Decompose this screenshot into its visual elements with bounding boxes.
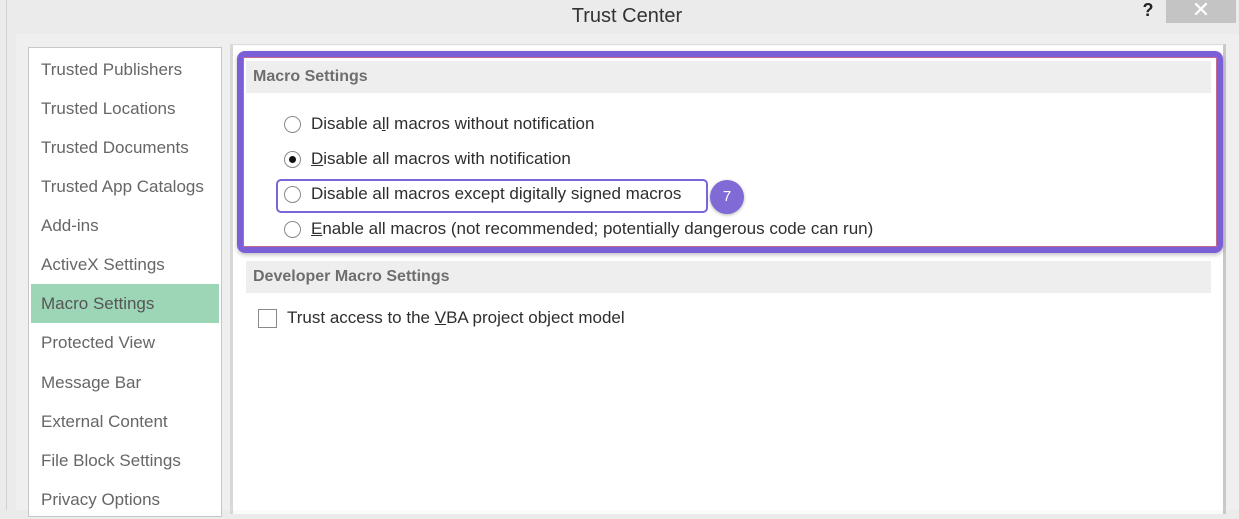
title-bar: Trust Center ? ✕ — [0, 0, 1239, 34]
option-label: Enable all macros (not recommended; pote… — [311, 219, 874, 238]
help-icon: ? — [1142, 0, 1154, 20]
radio-disable-with-notification[interactable]: Disable all macros with notification — [284, 145, 571, 173]
option-label: Disable all macros except digitally sign… — [311, 184, 682, 203]
sidebar-item-file-block-settings[interactable]: File Block Settings — [41, 451, 181, 470]
close-button[interactable]: ✕ — [1166, 0, 1236, 23]
sidebar-item-trusted-documents[interactable]: Trusted Documents — [41, 138, 189, 157]
sidebar-item-trusted-publishers[interactable]: Trusted Publishers — [41, 60, 183, 79]
sidebar-item-trusted-locations[interactable]: Trusted Locations — [41, 99, 176, 118]
sidebar-item-macro-settings[interactable]: Macro Settings — [31, 284, 219, 323]
sidebar-nav: Trusted Publishers Trusted Locations Tru… — [28, 47, 222, 517]
dialog-title: Trust Center — [571, 5, 683, 27]
sidebar-item-trusted-app-catalogs[interactable]: Trusted App Catalogs — [41, 177, 204, 196]
macro-settings-header: Macro Settings — [246, 61, 1211, 93]
sidebar-item-protected-view[interactable]: Protected View — [41, 333, 156, 352]
sidebar-item-activex-settings[interactable]: ActiveX Settings — [41, 255, 165, 274]
checkbox-trust-vba-access[interactable]: Trust access to the VBA project object m… — [258, 304, 625, 332]
developer-macro-settings-header: Developer Macro Settings — [246, 261, 1211, 293]
checkbox[interactable] — [258, 308, 277, 328]
sidebar-item-add-ins[interactable]: Add-ins — [41, 216, 99, 235]
option-label: Disable all macros without notification — [311, 114, 595, 133]
radio-button[interactable] — [284, 185, 301, 203]
close-icon: ✕ — [1191, 0, 1211, 22]
option-label: Disable all macros with notification — [311, 149, 571, 168]
radio-button[interactable] — [284, 115, 301, 133]
sidebar-item-message-bar[interactable]: Message Bar — [41, 373, 142, 392]
radio-button-selected[interactable] — [284, 150, 301, 168]
checkbox-label: Trust access to the VBA project object m… — [287, 308, 625, 327]
radio-disable-without-notification[interactable]: Disable all macros without notification — [284, 110, 594, 138]
radio-button[interactable] — [284, 220, 301, 238]
radio-disable-except-signed[interactable]: Disable all macros except digitally sign… — [284, 180, 681, 208]
window-edge — [6, 0, 7, 510]
step-number-badge: 7 — [710, 180, 744, 214]
sidebar-item-external-content[interactable]: External Content — [41, 412, 168, 431]
help-button[interactable]: ? — [1138, 0, 1158, 22]
radio-enable-all-macros[interactable]: Enable all macros (not recommended; pote… — [284, 215, 873, 243]
sidebar-item-privacy-options[interactable]: Privacy Options — [41, 490, 161, 509]
